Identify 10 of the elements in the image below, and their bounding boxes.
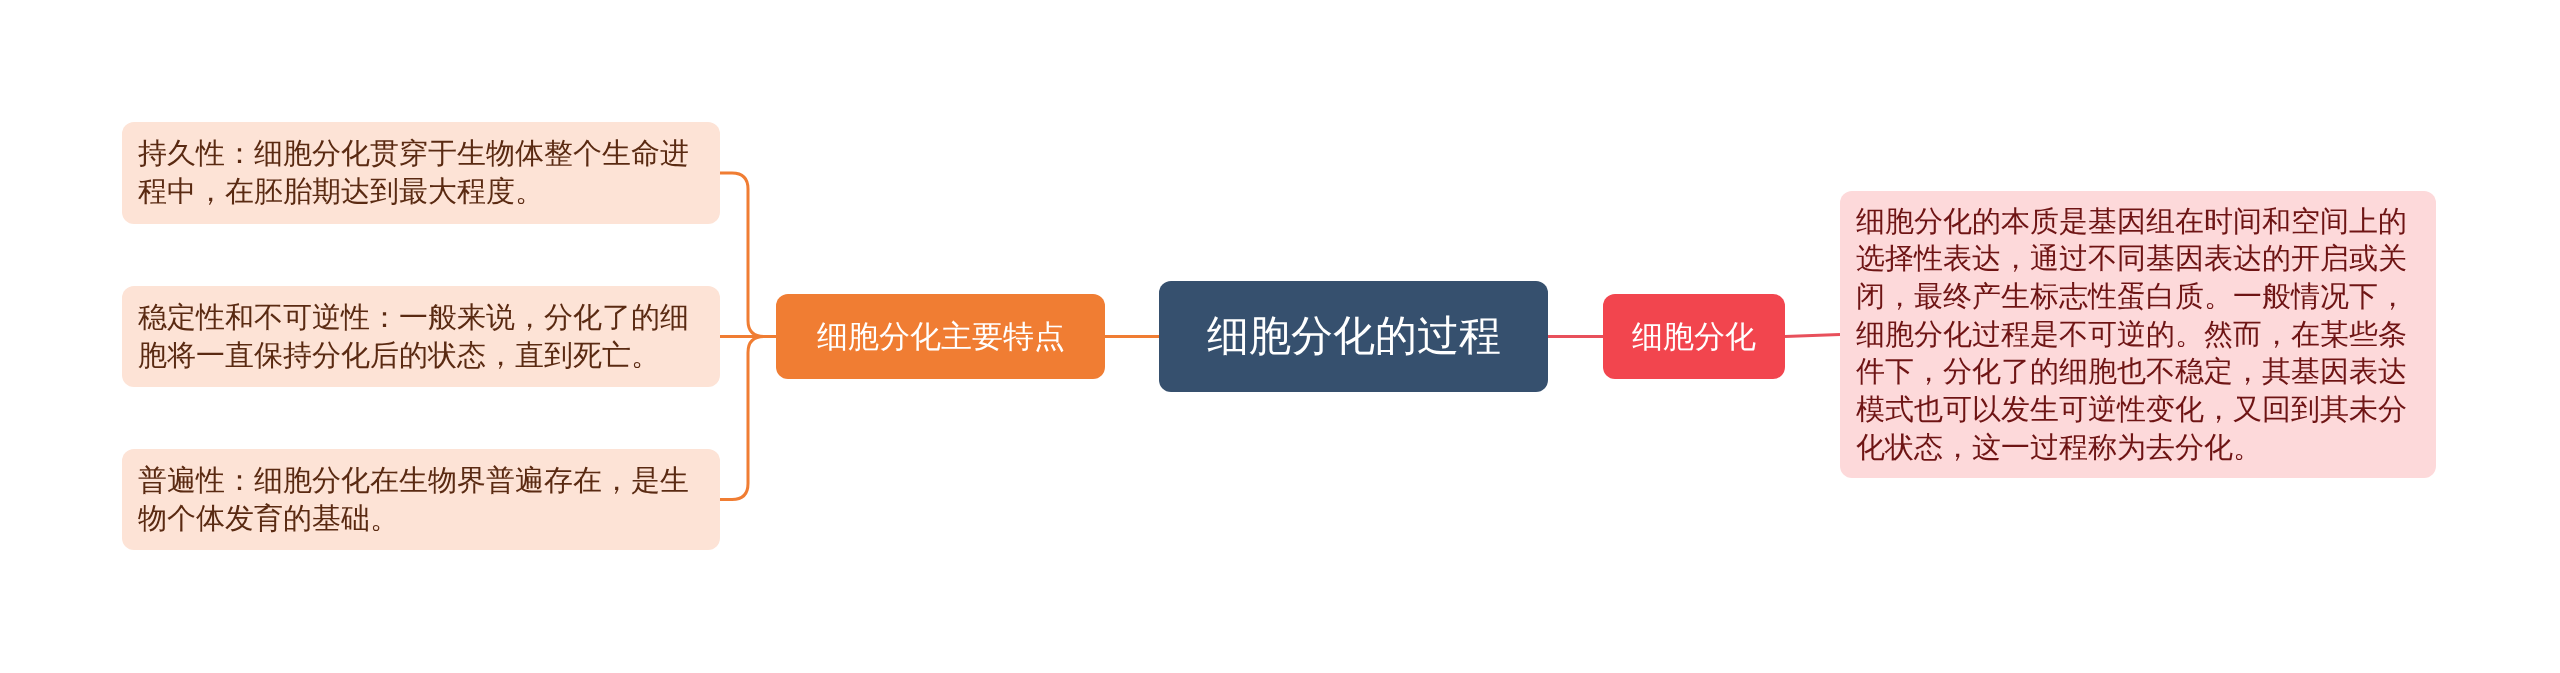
leaf-text-box: 持久性：细胞分化贯穿于生物体整个生命进程中，在胚胎期达到最大程度。 — [122, 122, 720, 224]
connector-line — [1548, 335, 1603, 338]
branch-topic-box: 细胞分化主要特点 — [776, 294, 1105, 379]
connector-line — [1784, 333, 1841, 338]
leaf-text-box: 普遍性：细胞分化在生物界普遍存在，是生物个体发育的基础。 — [122, 449, 720, 550]
central-topic-box: 细胞分化的过程 — [1159, 281, 1548, 392]
leaf-text-box: 细胞分化的本质是基因组在时间和空间上的选择性表达，通过不同基因表达的开启或关闭，最终产生标志性蛋白质。一般情况下，细胞分化过程是不可逆的。然而，在某些条件下，分化了的细胞也不稳定，其基因表达模式也可以发生可逆性变化，又回到其未分化状态，这一过程称为去分化。 — [1840, 191, 2436, 478]
connector-line — [1105, 335, 1159, 338]
leaf-text-box: 稳定性和不可逆性：一般来说，分化了的细胞将一直保持分化后的状态，直到死亡。 — [122, 286, 720, 387]
branch-topic-box: 细胞分化 — [1603, 294, 1785, 379]
